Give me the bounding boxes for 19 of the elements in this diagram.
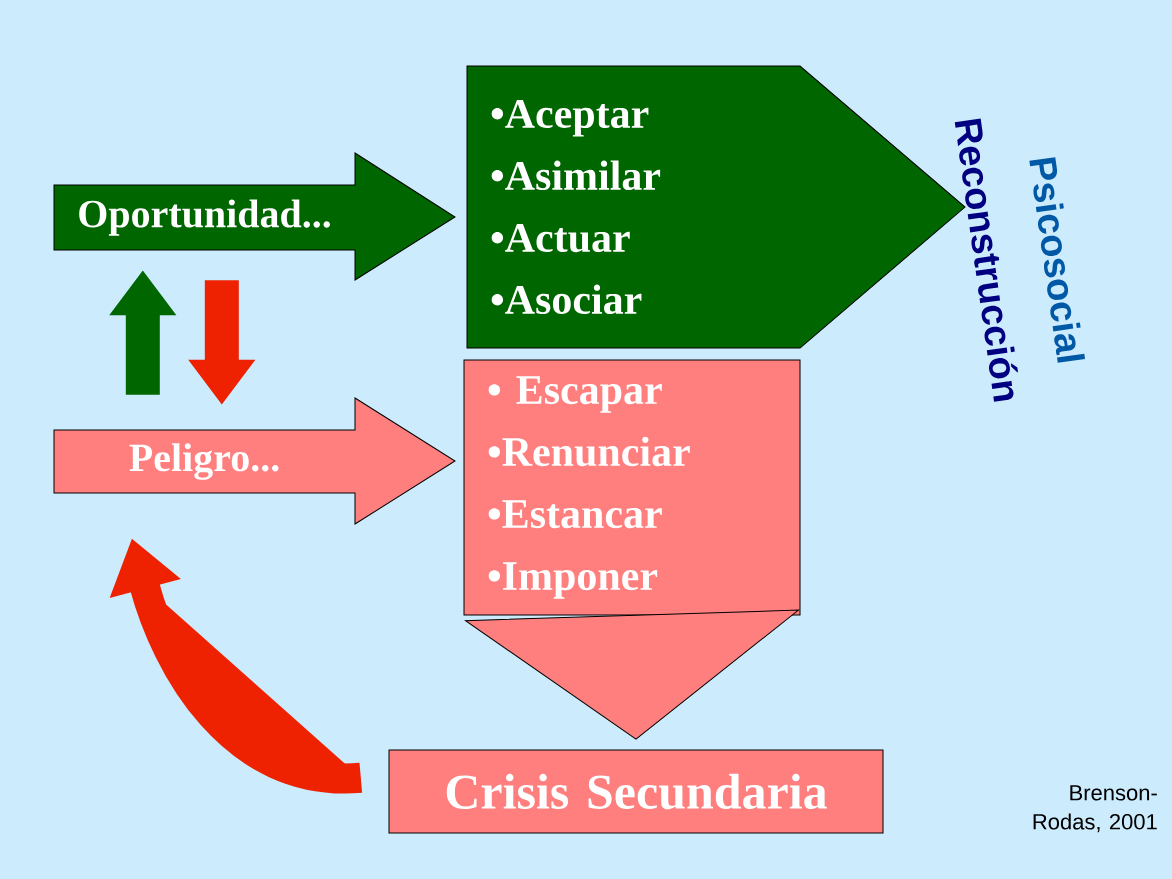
list-item: Oportunidad...: [79, 199, 330, 236]
block-arrow: [53, 397, 456, 525]
list-item: •Aceptar: [491, 99, 649, 137]
wordart-text: Reconstrucción: [954, 118, 1019, 402]
title-box: [388, 749, 884, 834]
block-arrow: [465, 609, 799, 740]
list-item: •Estancar: [488, 500, 662, 529]
list-item: Crisis Secundaria: [446, 773, 827, 810]
wordart-text: Psicosocial: [1029, 157, 1085, 363]
list-box: [463, 359, 801, 616]
block-arrow: [53, 152, 456, 281]
list-item: •Asimilar: [491, 160, 661, 191]
list-item: •Imponer: [488, 562, 658, 599]
list-item: Peligro...: [129, 443, 279, 480]
list-item: • Escapar: [488, 376, 662, 413]
citation: Brenson-Rodas, 2001: [1033, 785, 1157, 833]
list-item: •Actuar: [491, 223, 630, 253]
list-item: •Asociar: [491, 284, 642, 315]
list-item: •Renunciar: [488, 436, 690, 467]
